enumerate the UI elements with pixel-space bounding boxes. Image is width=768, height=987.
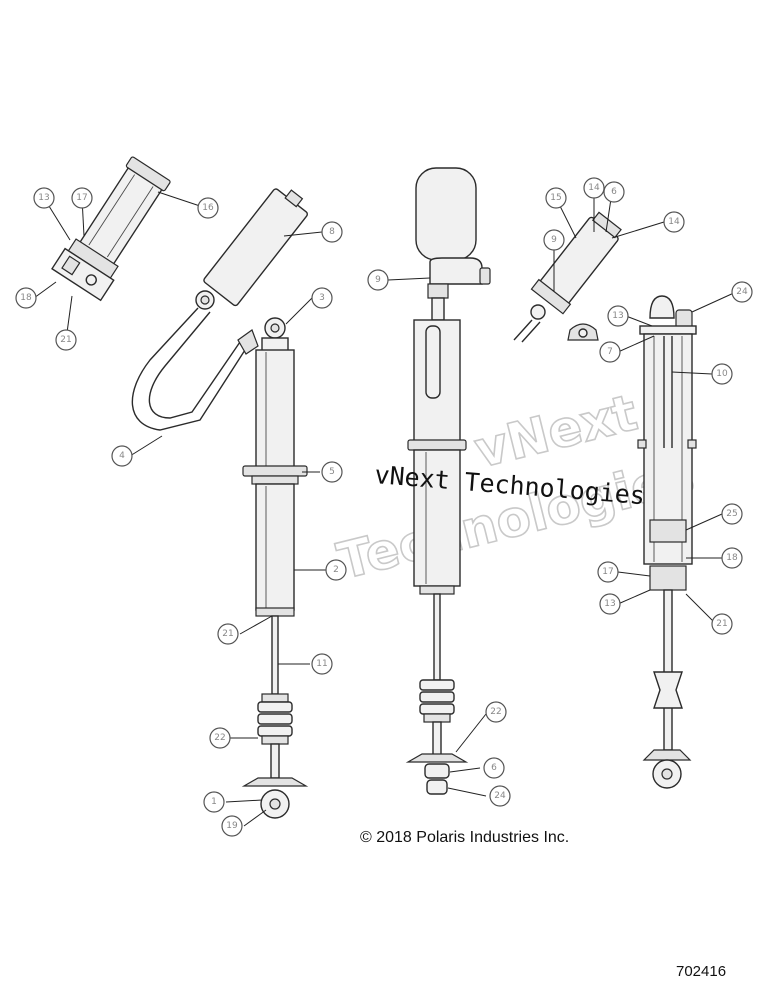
callout-bubble: 13 <box>607 305 629 327</box>
reservoir-top-left <box>51 156 171 302</box>
callout-bubble: 24 <box>489 785 511 807</box>
callout-number: 14 <box>668 217 680 227</box>
callout-bubble: 21 <box>55 329 77 351</box>
callout-bubble: 17 <box>71 187 93 209</box>
callout-bubble: 21 <box>711 613 733 635</box>
callout-number: 25 <box>726 509 737 519</box>
callout-bubble: 21 <box>217 623 239 645</box>
callout-bubble: 16 <box>197 197 219 219</box>
callout-number: 21 <box>716 619 727 629</box>
callout-bubble: 13 <box>599 593 621 615</box>
callout-number: 15 <box>550 193 561 203</box>
callout-number: 16 <box>202 203 214 213</box>
copyright-text: © 2018 Polaris Industries Inc. <box>360 829 569 846</box>
callout-bubble: 7 <box>599 341 621 363</box>
callout-number: 6 <box>611 187 617 197</box>
callout-bubble: 13 <box>33 187 55 209</box>
callout-bubble: 9 <box>367 269 389 291</box>
shock-right-cutaway <box>637 295 697 789</box>
callout-bubble: 3 <box>311 287 333 309</box>
callout-number: 5 <box>329 467 335 477</box>
callout-number: 14 <box>588 183 600 193</box>
callout-number: 3 <box>319 293 325 303</box>
callout-number: 13 <box>612 311 623 321</box>
callout-number: 24 <box>494 791 506 801</box>
callout-number: 11 <box>316 659 327 669</box>
reservoir-top-right <box>513 211 622 343</box>
callout-number: 9 <box>551 235 557 245</box>
callout-bubble: 10 <box>711 363 733 385</box>
shock-middle <box>405 167 491 795</box>
shock-left <box>241 317 309 819</box>
callout-number: 6 <box>491 763 497 773</box>
callout-number: 21 <box>60 335 71 345</box>
callout-bubble: 4 <box>111 445 133 467</box>
callout-number: 8 <box>329 227 335 237</box>
callout-number: 17 <box>602 567 613 577</box>
callout-number: 13 <box>604 599 615 609</box>
callout-bubble: 9 <box>543 229 565 251</box>
callout-bubble: 25 <box>721 503 743 525</box>
callout-bubble: 17 <box>597 561 619 583</box>
callout-number: 18 <box>726 553 738 563</box>
callout-number: 13 <box>38 193 49 203</box>
callout-number: 22 <box>490 707 501 717</box>
callout-number: 21 <box>222 629 233 639</box>
callout-bubble: 5 <box>321 461 343 483</box>
callout-bubble: 14 <box>583 177 605 199</box>
callout-bubble: 22 <box>485 701 507 723</box>
callout-bubble: 6 <box>603 181 625 203</box>
callout-number: 4 <box>119 451 125 461</box>
callout-number: 9 <box>375 275 381 285</box>
callout-number: 22 <box>214 733 225 743</box>
callout-number: 18 <box>20 293 32 303</box>
callout-bubble: 15 <box>545 187 567 209</box>
callout-bubble: 18 <box>15 287 37 309</box>
callout-number: 19 <box>226 821 238 831</box>
callout-bubble: 18 <box>721 547 743 569</box>
callout-number: 2 <box>333 565 339 575</box>
callout-bubble: 24 <box>731 281 753 303</box>
callout-bubble: 1 <box>203 791 225 813</box>
callout-number: 7 <box>607 347 613 357</box>
callout-bubble: 2 <box>325 559 347 581</box>
callout-bubble: 11 <box>311 653 333 675</box>
callout-bubble: 6 <box>483 757 505 779</box>
figure-number: 702416 <box>676 963 726 980</box>
callout-bubble: 22 <box>209 727 231 749</box>
callout-bubble: 8 <box>321 221 343 243</box>
callout-number: 24 <box>736 287 748 297</box>
callout-number: 10 <box>716 369 728 379</box>
callout-bubble: 19 <box>221 815 243 837</box>
callout-number: 17 <box>76 193 87 203</box>
callout-number: 1 <box>211 797 217 807</box>
reservoir-hose-assembly <box>131 188 308 431</box>
callout-bubble: 14 <box>663 211 685 233</box>
